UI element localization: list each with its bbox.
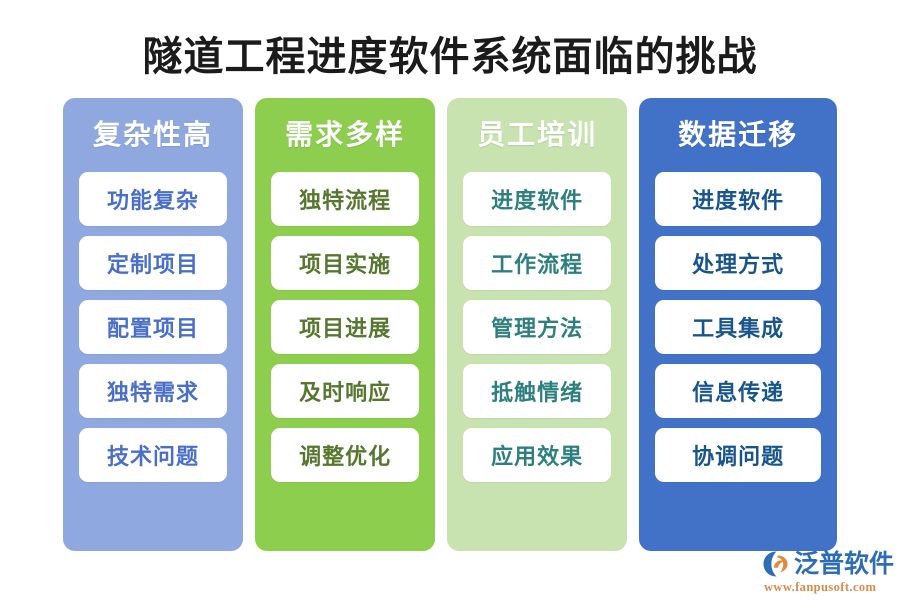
card-item[interactable]: 独特需求 [79,364,228,418]
card-item[interactable]: 处理方式 [655,236,822,290]
card-item[interactable]: 调整优化 [271,428,420,482]
column-card-list: 进度软件 工作流程 管理方法 抵触情绪 应用效果 [463,172,612,482]
challenge-column-complexity: 复杂性高 功能复杂 定制项目 配置项目 独特需求 技术问题 [63,98,244,551]
card-item[interactable]: 配置项目 [79,300,228,354]
challenge-column-data-migration: 数据迁移 进度软件 处理方式 工具集成 信息传递 协调问题 [639,98,838,551]
card-item[interactable]: 技术问题 [79,428,228,482]
card-item[interactable]: 及时响应 [271,364,420,418]
card-item[interactable]: 抵触情绪 [463,364,612,418]
card-item[interactable]: 工作流程 [463,236,612,290]
column-header: 数据迁移 [678,120,799,151]
challenge-column-training: 员工培训 进度软件 工作流程 管理方法 抵触情绪 应用效果 [447,98,628,551]
card-item[interactable]: 管理方法 [463,300,612,354]
fanpu-swoosh-icon [762,550,792,578]
column-header: 复杂性高 [93,120,214,151]
column-card-list: 功能复杂 定制项目 配置项目 独特需求 技术问题 [79,172,228,482]
card-item[interactable]: 功能复杂 [79,172,228,226]
card-item[interactable]: 定制项目 [79,236,228,290]
card-item[interactable]: 独特流程 [271,172,420,226]
card-item[interactable]: 进度软件 [655,172,822,226]
column-card-list: 独特流程 项目实施 项目进展 及时响应 调整优化 [271,172,420,482]
challenge-columns: 复杂性高 功能复杂 定制项目 配置项目 独特需求 技术问题 需求多样 独特流程 … [63,98,838,551]
column-card-list: 进度软件 处理方式 工具集成 信息传递 协调问题 [655,172,822,482]
challenge-column-requirements: 需求多样 独特流程 项目实施 项目进展 及时响应 调整优化 [255,98,436,551]
card-item[interactable]: 工具集成 [655,300,822,354]
card-item[interactable]: 信息传递 [655,364,822,418]
card-item[interactable]: 协调问题 [655,428,822,482]
card-item[interactable]: 进度软件 [463,172,612,226]
card-item[interactable]: 应用效果 [463,428,612,482]
column-header: 需求多样 [285,120,406,151]
logo-website-url: www.fanpusoft.com [764,580,877,594]
logo-row: 泛普软件 [762,550,896,578]
brand-logo[interactable]: 泛普软件 www.fanpusoft.com [762,550,896,594]
card-item[interactable]: 项目进展 [271,300,420,354]
logo-brand-name: 泛普软件 [794,550,895,578]
column-header: 员工培训 [477,120,598,151]
card-item[interactable]: 项目实施 [271,236,420,290]
page-title: 隧道工程进度软件系统面临的挑战 [142,34,758,79]
